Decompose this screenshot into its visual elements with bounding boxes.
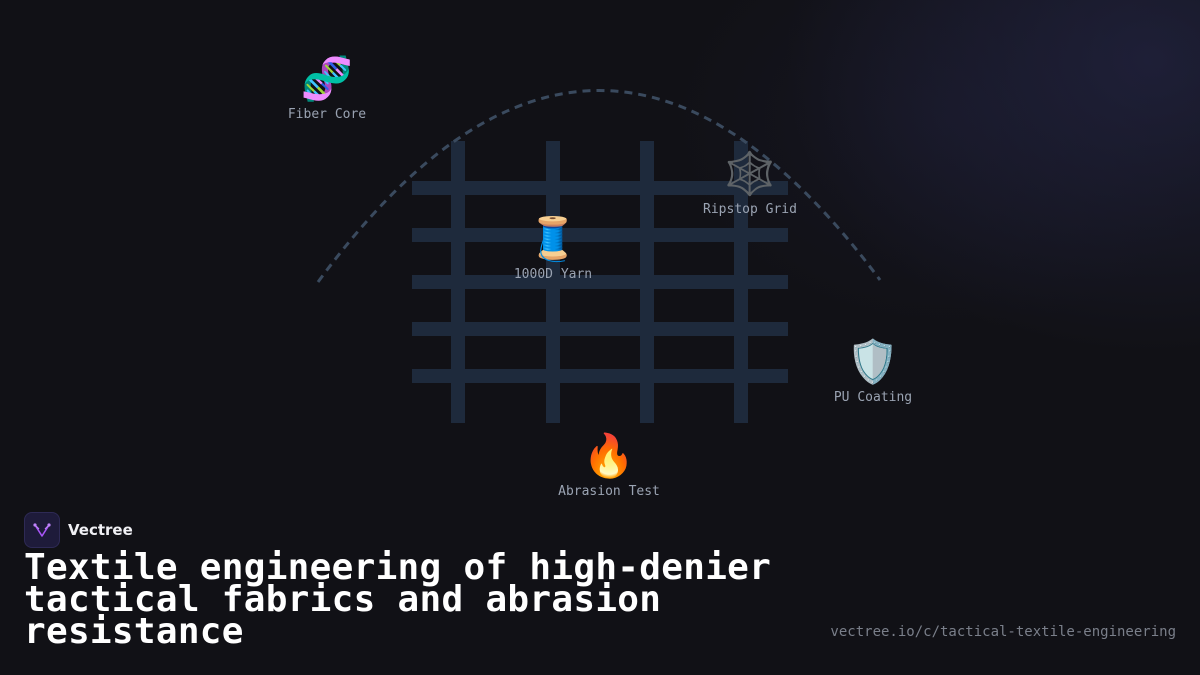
node-label: PU Coating (833, 390, 913, 405)
grid-horizontal-line (412, 181, 788, 195)
grid-horizontal-line (412, 275, 788, 289)
thread-spool-icon: 🧵 (526, 214, 580, 263)
grid-horizontal-line (412, 369, 788, 383)
node-pu-coating: 🛡️ PU Coating (793, 337, 953, 406)
grid-horizontal-line (412, 322, 788, 336)
node-yarn: 🧵 1000D Yarn (473, 214, 633, 283)
shield-icon: 🛡️ (846, 337, 900, 386)
page-title: Textile engineering of high-denier tacti… (24, 547, 772, 652)
grid-horizontal-line (412, 228, 788, 242)
fabric-grid (412, 141, 788, 423)
node-ripstop-grid: 🕸️ Ripstop Grid (670, 149, 830, 218)
vectree-logo-icon (24, 512, 60, 548)
dashed-arc (316, 89, 882, 283)
page-url[interactable]: vectree.io/c/tactical-textile-engineerin… (830, 624, 1176, 640)
node-label: 1000D Yarn (513, 267, 593, 282)
node-abrasion-test: 🔥 Abrasion Test (529, 431, 689, 500)
dna-icon: 🧬 (300, 54, 354, 103)
brand: Vectree (24, 512, 133, 548)
fire-icon: 🔥 (582, 431, 636, 480)
node-fiber-core: 🧬 Fiber Core (247, 54, 407, 123)
node-label: Ripstop Grid (703, 202, 797, 217)
brand-name: Vectree (68, 521, 133, 539)
node-label: Abrasion Test (558, 484, 660, 499)
node-label: Fiber Core (287, 107, 367, 122)
spider-web-icon: 🕸️ (723, 149, 777, 198)
